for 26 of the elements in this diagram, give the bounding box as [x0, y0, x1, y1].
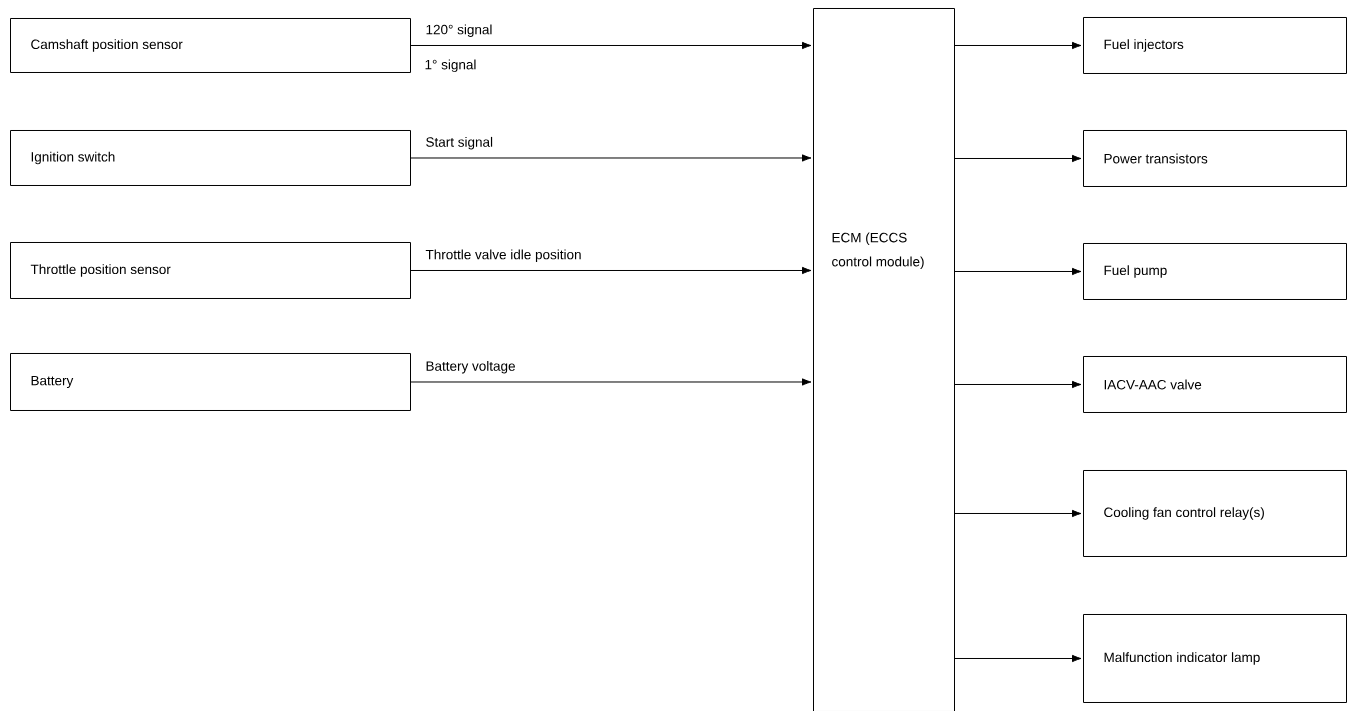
arrow: [410, 154, 812, 162]
edge-label: 120° signal: [424, 23, 494, 38]
arrow: [954, 154, 1082, 163]
arrow: [410, 266, 812, 275]
arrow: [954, 380, 1082, 389]
edge-label: Battery voltage: [424, 359, 517, 375]
block-box: Camshaft position sensor: [10, 18, 411, 73]
module-box: ECM (ECCS control module): [813, 8, 955, 711]
edge-label: Throttle valve idle position: [424, 248, 583, 263]
block-box: Malfunction indicator lamp: [1083, 614, 1347, 703]
block-box: Power transistors: [1083, 130, 1347, 187]
block-box: Cooling fan control relay(s): [1083, 470, 1347, 557]
arrow: [410, 41, 812, 50]
block-box: Fuel injectors: [1083, 17, 1347, 74]
block-box: Battery: [10, 353, 411, 411]
signal-label: 1° signal: [425, 59, 476, 73]
arrow: [954, 509, 1082, 518]
block-box: Ignition switch: [10, 130, 411, 186]
block-box: IACV-AAC valve: [1083, 356, 1347, 413]
arrow: [954, 267, 1082, 276]
block-box: Fuel pump: [1083, 243, 1347, 300]
arrow: [954, 41, 1082, 50]
edge-label: Start signal: [424, 135, 495, 151]
arrow: [954, 654, 1082, 663]
arrow: [410, 378, 812, 386]
block-box: Throttle position sensor: [10, 242, 411, 299]
